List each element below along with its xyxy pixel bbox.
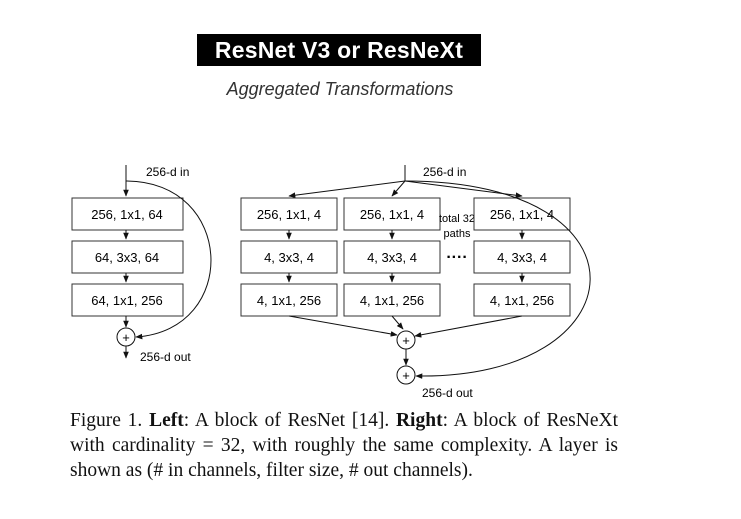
path-3-layer-2	[473, 240, 571, 274]
caption-right-bold: Right	[395, 410, 443, 431]
left-layer-3	[71, 283, 184, 317]
figure-caption: Figure 1. Left: A block of ResNet [14]. …	[70, 408, 618, 483]
right-input-label: 256-d in	[423, 165, 466, 179]
left-layer-1-label: 256, 1x1, 64	[91, 207, 163, 222]
left-input-label: 256-d in	[146, 165, 189, 179]
left-layer-2	[71, 240, 184, 274]
slide-title: ResNet V3 or ResNeXt	[197, 34, 481, 66]
caption-left-bold: Left	[149, 410, 184, 431]
left-layer-3-label: 64, 1x1, 256	[91, 293, 163, 308]
left-sum-symbol: +	[122, 330, 130, 345]
path-3-layer-3	[473, 283, 571, 317]
path-1-layer-1-label: 256, 1x1, 4	[257, 207, 321, 222]
aggregate-sum-symbol: +	[402, 333, 410, 348]
left-resnet-block: 256-d in 256, 1x1, 64 64, 3x3, 64 64, 1x…	[71, 165, 212, 364]
path-1-layer-2	[240, 240, 338, 274]
path-2-layer-3	[343, 283, 441, 317]
path-3-layer-1-label: 256, 1x1, 4	[490, 207, 554, 222]
path-2-layer-3-label: 4, 1x1, 256	[360, 293, 424, 308]
path-3-layer-3-label: 4, 1x1, 256	[490, 293, 554, 308]
caption-figure-label: Figure 1.	[70, 410, 150, 431]
path-2-layer-2-label: 4, 3x3, 4	[367, 250, 417, 265]
path-3-layer-1	[473, 197, 571, 231]
left-output-label: 256-d out	[140, 350, 191, 364]
residual-sum-node	[396, 365, 416, 385]
right-resnext-block: 256-d in 256, 1x1, 4 4, 3x3, 4 4, 1x1, 2…	[240, 165, 591, 400]
caption-right-text: : A block of ResNeXt with cardinality = …	[70, 410, 619, 481]
paths-ellipsis: ····	[446, 249, 467, 266]
path-1-layer-3-label: 4, 1x1, 256	[257, 293, 321, 308]
total-paths-label-line1: total 32	[439, 213, 475, 225]
left-layer-2-label: 64, 3x3, 64	[95, 250, 159, 265]
path-1-layer-2-label: 4, 3x3, 4	[264, 250, 314, 265]
total-paths-label-line2: paths	[444, 228, 471, 240]
caption-left-text: : A block of ResNet [14].	[183, 410, 396, 431]
residual-sum-symbol: +	[402, 368, 410, 383]
path-1-layer-1	[240, 197, 338, 231]
path-1-layer-3	[240, 283, 338, 317]
path-3-layer-2-label: 4, 3x3, 4	[497, 250, 547, 265]
right-output-label: 256-d out	[422, 386, 473, 400]
path-2-layer-2	[343, 240, 441, 274]
path-2-layer-1-label: 256, 1x1, 4	[360, 207, 424, 222]
left-layer-1	[71, 197, 184, 231]
slide-subtitle: Aggregated Transformations	[226, 79, 454, 99]
